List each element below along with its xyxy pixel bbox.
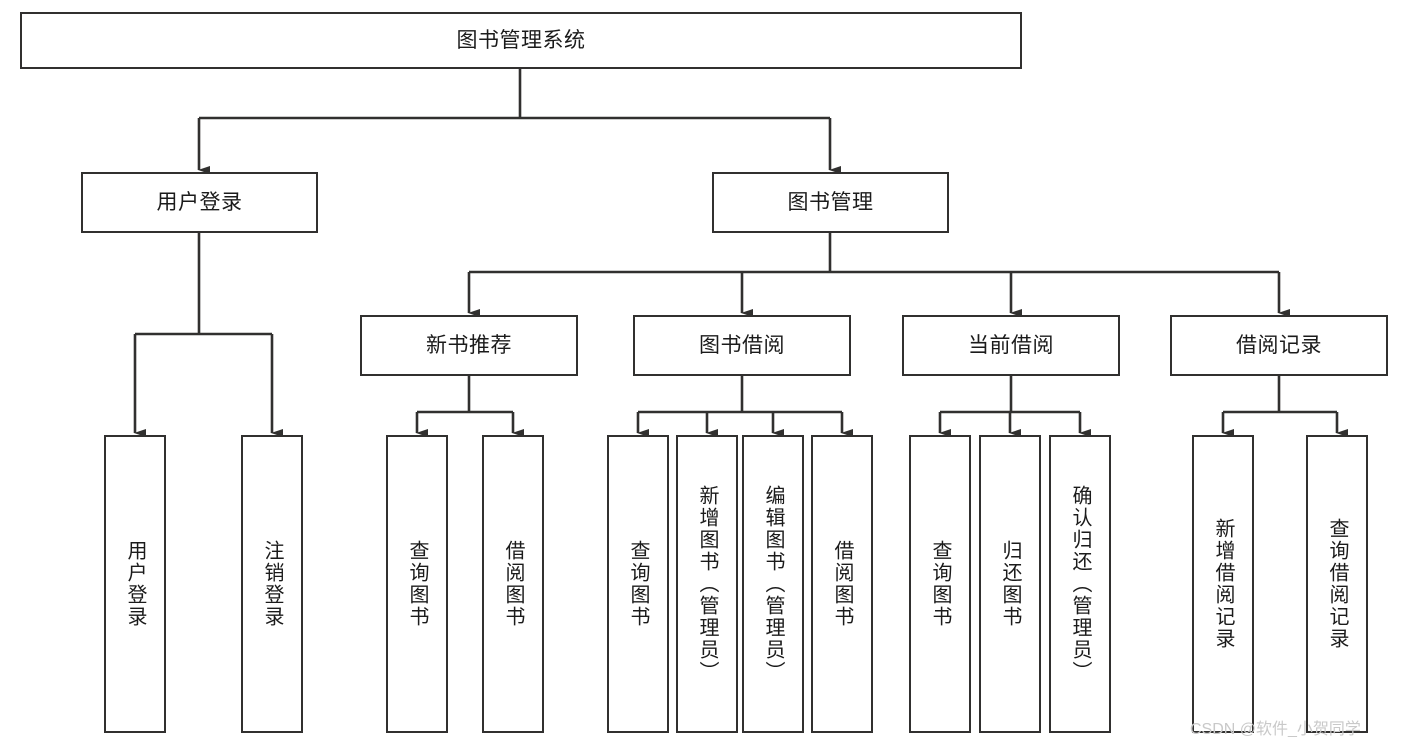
node-label-edit-book-admin: 编辑图书（管理员） (762, 485, 784, 683)
node-label-book-management: 图书管理 (787, 190, 874, 214)
node-label-borrow-book-2: 借阅图书 (831, 540, 853, 628)
node-label-user-login: 用户登录 (156, 190, 243, 214)
node-label-query-borrow-record: 查询借阅记录 (1326, 518, 1348, 650)
node-label-borrow-book-1: 借阅图书 (502, 540, 524, 628)
node-label-borrow-record: 借阅记录 (1236, 333, 1322, 357)
node-label-root: 图书管理系统 (456, 28, 586, 52)
node-label-query-book-1: 查询图书 (406, 540, 428, 628)
node-new-book-recommend[interactable]: 新书推荐 (360, 315, 578, 376)
node-query-book-3[interactable]: 查询图书 (909, 435, 971, 733)
node-edit-book-admin[interactable]: 编辑图书（管理员） (742, 435, 804, 733)
node-label-book-borrow: 图书借阅 (699, 333, 785, 357)
node-user-login[interactable]: 用户登录 (81, 172, 318, 233)
node-label-query-book-3: 查询图书 (929, 540, 951, 628)
node-current-borrow[interactable]: 当前借阅 (902, 315, 1120, 376)
node-label-new-book-recommend: 新书推荐 (426, 333, 512, 357)
node-root[interactable]: 图书管理系统 (20, 12, 1022, 69)
node-add-borrow-record[interactable]: 新增借阅记录 (1192, 435, 1254, 733)
node-query-book-1[interactable]: 查询图书 (386, 435, 448, 733)
node-query-book-2[interactable]: 查询图书 (607, 435, 669, 733)
node-query-borrow-record[interactable]: 查询借阅记录 (1306, 435, 1368, 733)
node-add-book-admin[interactable]: 新增图书（管理员） (676, 435, 738, 733)
node-borrow-book-2[interactable]: 借阅图书 (811, 435, 873, 733)
node-label-query-book-2: 查询图书 (627, 540, 649, 628)
node-label-confirm-return-admin: 确认归还（管理员） (1069, 485, 1091, 683)
node-label-user-logout: 注销登录 (261, 540, 283, 628)
node-user-logout[interactable]: 注销登录 (241, 435, 303, 733)
node-label-current-borrow: 当前借阅 (968, 333, 1054, 357)
node-label-add-borrow-record: 新增借阅记录 (1212, 518, 1234, 650)
node-return-book[interactable]: 归还图书 (979, 435, 1041, 733)
node-book-borrow[interactable]: 图书借阅 (633, 315, 851, 376)
node-label-user-login-do: 用户登录 (124, 540, 146, 628)
node-book-management[interactable]: 图书管理 (712, 172, 949, 233)
node-confirm-return-admin[interactable]: 确认归还（管理员） (1049, 435, 1111, 733)
node-borrow-record[interactable]: 借阅记录 (1170, 315, 1388, 376)
node-user-login-do[interactable]: 用户登录 (104, 435, 166, 733)
node-label-add-book-admin: 新增图书（管理员） (696, 485, 718, 683)
node-label-return-book: 归还图书 (999, 540, 1021, 628)
node-borrow-book-1[interactable]: 借阅图书 (482, 435, 544, 733)
